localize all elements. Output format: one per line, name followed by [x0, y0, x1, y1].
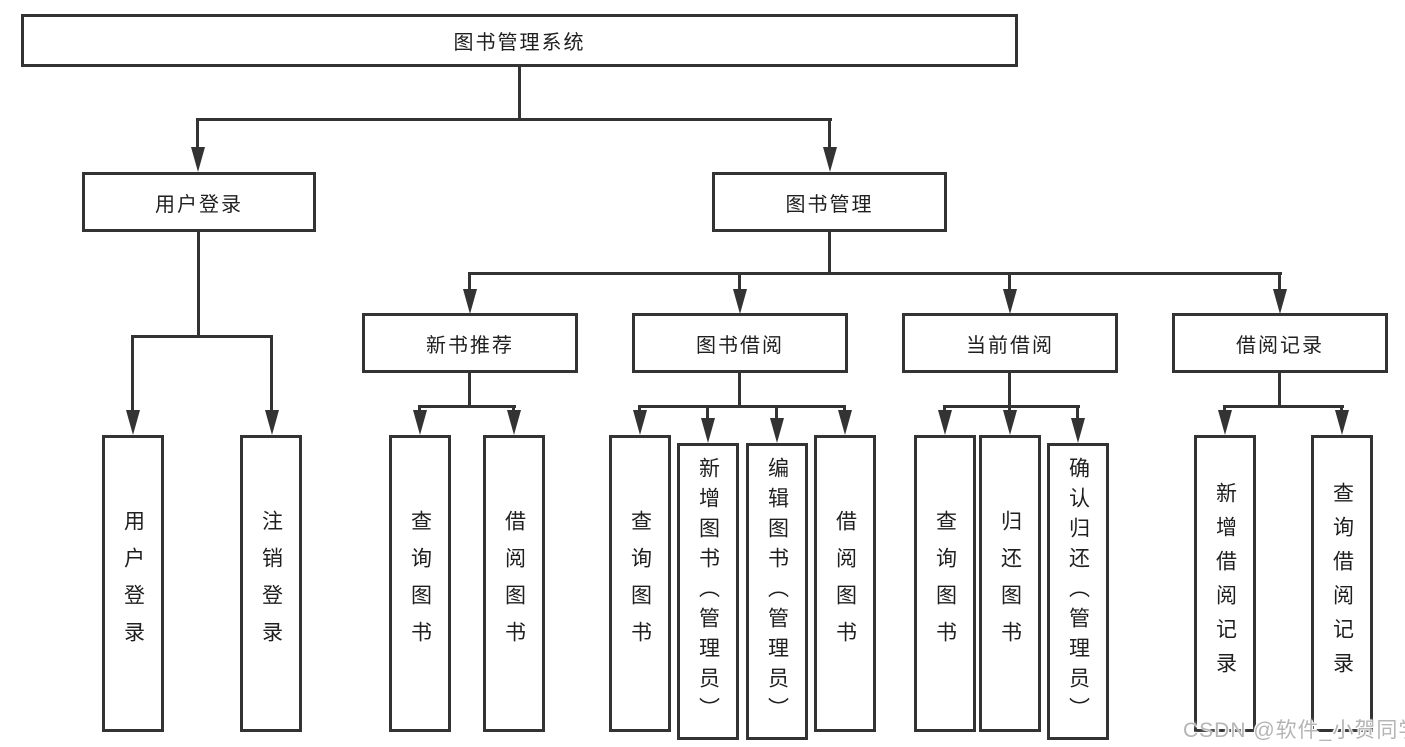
connector-line: [196, 118, 832, 121]
connector-line: [468, 272, 1282, 275]
node-borrowing-records: 借阅记录: [1172, 313, 1388, 373]
leaf-label: 查询图书: [933, 509, 957, 658]
down-arrow: [412, 405, 427, 435]
leaf-query-books-recommend: 查询图书: [389, 435, 451, 732]
down-arrow: [700, 405, 715, 443]
down-arrow: [125, 335, 140, 435]
down-arrow: [837, 405, 852, 435]
connector-line: [638, 405, 846, 408]
leaf-label: 查询借阅记录: [1330, 481, 1354, 686]
connector-line: [1278, 373, 1281, 407]
down-arrow: [822, 118, 837, 172]
leaf-confirm-return-admin: 确认归还（管理员）: [1047, 443, 1109, 740]
connector-line: [418, 405, 516, 408]
down-arrow: [937, 405, 952, 435]
down-arrow: [1217, 405, 1232, 435]
connector-line: [943, 405, 1080, 408]
leaf-borrow-books-recommend: 借阅图书: [483, 435, 545, 732]
leaf-query-books-borrowing: 查询图书: [609, 435, 671, 732]
down-arrow: [1002, 405, 1017, 435]
node-book-borrowing: 图书借阅: [632, 313, 848, 373]
leaf-label: 归还图书: [998, 509, 1022, 658]
node-library-management-system: 图书管理系统: [21, 14, 1018, 67]
node-book-management: 图书管理: [712, 172, 947, 232]
down-arrow: [264, 335, 279, 435]
leaf-logout: 注销登录: [240, 435, 302, 732]
leaf-add-books-admin: 新增图书（管理员）: [677, 443, 739, 740]
leaf-label: 用户登录: [121, 509, 145, 658]
down-arrow: [1272, 272, 1287, 314]
leaf-query-borrow-record: 查询借阅记录: [1311, 435, 1373, 732]
down-arrow: [632, 405, 647, 435]
leaf-label: 借阅图书: [833, 509, 857, 658]
leaf-label: 借阅图书: [502, 509, 526, 658]
down-arrow: [732, 272, 747, 314]
leaf-label: 编辑图书（管理员）: [765, 456, 789, 727]
leaf-label: 确认归还（管理员）: [1066, 456, 1090, 727]
leaf-user-login: 用户登录: [102, 435, 164, 732]
leaf-edit-books-admin: 编辑图书（管理员）: [746, 443, 808, 740]
down-arrow: [1002, 272, 1017, 314]
leaf-return-books: 归还图书: [979, 435, 1041, 732]
leaf-add-borrow-record: 新增借阅记录: [1194, 435, 1256, 732]
leaf-label: 新增图书（管理员）: [696, 456, 720, 727]
connector-line: [468, 373, 471, 407]
down-arrow: [506, 405, 521, 435]
connector-line: [738, 373, 741, 407]
down-arrow: [462, 272, 477, 314]
connector-line: [197, 232, 200, 337]
leaf-label: 新增借阅记录: [1213, 481, 1237, 686]
node-new-book-recommendation: 新书推荐: [362, 313, 578, 373]
connector-line: [1008, 373, 1011, 407]
leaf-label: 查询图书: [408, 509, 432, 658]
connector-line: [131, 335, 273, 338]
leaf-borrow-books-borrowing: 借阅图书: [814, 435, 876, 732]
leaf-label: 查询图书: [628, 509, 652, 658]
connector-line: [828, 232, 831, 274]
down-arrow: [1070, 405, 1085, 443]
node-current-borrowing: 当前借阅: [902, 313, 1118, 373]
connector-line: [1223, 405, 1344, 408]
leaf-label: 注销登录: [259, 509, 283, 658]
down-arrow: [769, 405, 784, 443]
node-user-login: 用户登录: [82, 172, 316, 232]
down-arrow: [1334, 405, 1349, 435]
csdn-watermark: CSDN @软件_小贺同学: [1183, 719, 1405, 742]
down-arrow: [190, 118, 205, 172]
connector-line: [518, 67, 521, 121]
leaf-query-books-current: 查询图书: [914, 435, 976, 732]
